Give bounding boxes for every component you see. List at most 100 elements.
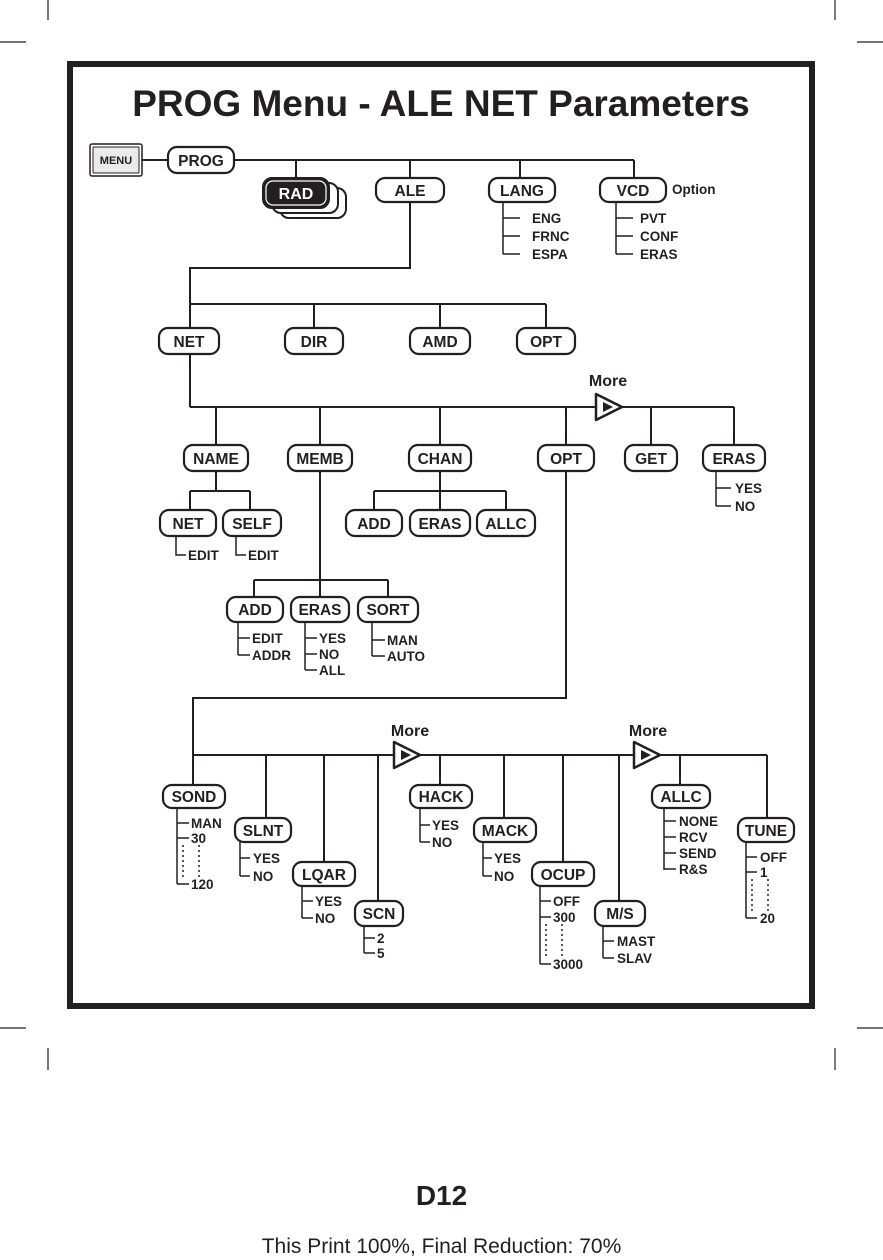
node-opt-mack[interactable]: MACK [472,816,538,844]
node-opt-tune[interactable]: TUNE [736,816,796,844]
node-lang[interactable]: LANG [487,176,557,204]
node-opt-sond[interactable]: SOND [161,783,227,810]
vcd-option: PVT [640,211,667,226]
more-label: More [391,723,429,740]
node-net-get-label: GET [635,451,667,468]
node-opt-lqar-label: LQAR [302,867,346,884]
vcd-options: PVT CONF ERAS [640,211,678,262]
node-ale-label: ALE [395,183,426,200]
node-memb-add-label: ADD [238,602,272,619]
node-memb-sort[interactable]: SORT [356,595,420,624]
eras-option: YES [735,481,762,496]
node-net-chan-label: CHAN [418,451,463,468]
sond-option: MAN [191,816,222,831]
node-net-opt[interactable]: OPT [536,443,596,473]
hack-option: YES [432,818,459,833]
node-opt-hack[interactable]: HACK [408,783,474,810]
memb-add-option: ADDR [252,648,291,663]
name-net-edit: EDIT [188,548,220,563]
more-arrow-icon[interactable] [632,740,662,770]
mack-options: YES NO [494,851,521,884]
node-opt-ocup[interactable]: OCUP [530,860,596,888]
ocup-option: OFF [553,894,580,909]
node-ale-net-label: NET [174,334,206,351]
node-chan-eras[interactable]: ERAS [408,508,472,538]
node-opt-hack-label: HACK [419,789,465,806]
node-name-net[interactable]: NET [158,508,218,538]
node-chan-add[interactable]: ADD [344,508,404,538]
node-memb-sort-label: SORT [366,602,410,619]
node-opt-sond-label: SOND [172,789,217,806]
node-memb-eras[interactable]: ERAS [289,595,351,624]
node-opt-lqar[interactable]: LQAR [291,860,357,888]
lang-option: ENG [532,211,561,226]
node-ale[interactable]: ALE [374,176,446,204]
node-opt-ms[interactable]: M/S [593,899,647,928]
node-prog-label: PROG [178,153,224,170]
node-net-memb[interactable]: MEMB [286,443,354,473]
node-prog[interactable]: PROG [166,145,236,175]
memb-eras-option: NO [319,647,339,662]
net-eras-options: YES NO [735,481,762,514]
memb-sort-options: MAN AUTO [387,633,425,664]
scn-option: 5 [377,946,385,961]
node-chan-allc-label: ALLC [485,516,526,533]
lang-options: ENG FRNC ESPA [532,211,570,262]
node-net-get[interactable]: GET [623,443,679,473]
slnt-option: NO [253,869,273,884]
memb-add-options: EDIT ADDR [252,631,291,663]
node-memb-add[interactable]: ADD [225,595,285,624]
vcd-option: ERAS [640,247,678,262]
node-vcd[interactable]: VCD [598,176,668,204]
node-opt-allc[interactable]: ALLC [650,783,712,810]
node-net-name[interactable]: NAME [182,443,250,473]
node-opt-ocup-label: OCUP [541,867,586,884]
lang-option: FRNC [532,229,570,244]
node-name-net-label: NET [173,516,205,533]
node-ale-opt-label: OPT [530,334,562,351]
node-net-name-label: NAME [193,451,239,468]
node-ale-dir[interactable]: DIR [283,326,345,356]
slnt-options: YES NO [253,851,280,884]
node-ale-amd[interactable]: AMD [408,326,472,356]
node-opt-tune-label: TUNE [745,823,787,840]
memb-eras-options: YES NO ALL [319,631,346,678]
memb-sort-option: MAN [387,633,418,648]
node-net-eras[interactable]: ERAS [701,443,767,473]
node-rad[interactable]: RAD [262,177,347,219]
more-label: More [629,723,667,740]
menu-key[interactable]: MENU [89,143,143,177]
node-name-self[interactable]: SELF [221,508,283,538]
more-arrow-icon[interactable] [594,392,624,422]
scn-options: 2 5 [377,931,385,961]
node-opt-scn[interactable]: SCN [353,899,405,928]
sond-option: 30 [191,831,206,846]
hack-options: YES NO [432,818,459,850]
lqar-option: NO [315,911,335,926]
node-vcd-label: VCD [617,183,650,200]
connector-lines [142,159,769,965]
sond-option: 120 [191,877,214,892]
slnt-option: YES [253,851,280,866]
sond-options: MAN 30 120 [191,816,222,892]
scn-option: 2 [377,931,385,946]
ms-option: MAST [617,934,656,949]
allc-options: NONE RCV SEND R&S [679,814,718,877]
node-opt-slnt[interactable]: SLNT [233,816,293,844]
node-net-chan[interactable]: CHAN [407,443,473,473]
node-chan-add-label: ADD [357,516,391,533]
node-lang-label: LANG [500,183,544,200]
page-number: D12 [415,1180,468,1211]
more-label: More [589,373,627,390]
memb-eras-option: ALL [319,663,345,678]
node-net-eras-label: ERAS [712,451,755,468]
node-chan-allc[interactable]: ALLC [475,508,537,538]
node-ale-opt[interactable]: OPT [515,326,577,356]
node-ale-net[interactable]: NET [157,326,221,356]
more-arrow-icon[interactable] [392,740,422,770]
page-title: PROG Menu - ALE NET Parameters [132,83,750,124]
node-opt-slnt-label: SLNT [243,823,284,840]
memb-add-option: EDIT [252,631,284,646]
node-chan-eras-label: ERAS [418,516,461,533]
